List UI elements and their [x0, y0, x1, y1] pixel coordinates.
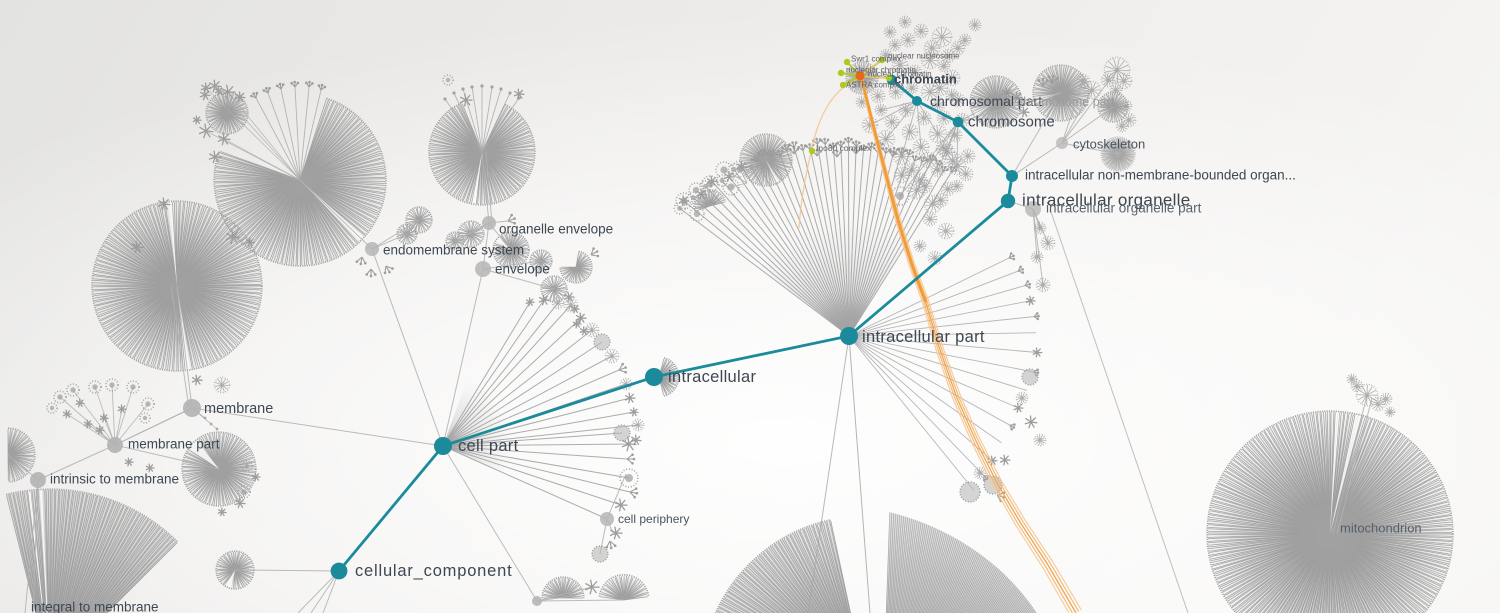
- svg-text:chromosome part: chromosome part: [1017, 95, 1115, 109]
- svg-text:intracellular non-membrane-bou: intracellular non-membrane-bounded organ…: [1025, 168, 1296, 183]
- svg-text:intracellular part: intracellular part: [862, 328, 985, 346]
- svg-text:intracellular organelle part: intracellular organelle part: [1046, 201, 1202, 216]
- svg-text:integral to membrane: integral to membrane: [31, 600, 159, 613]
- svg-text:nuclear chromatin: nuclear chromatin: [868, 70, 932, 79]
- svg-text:membrane part: membrane part: [128, 437, 220, 452]
- svg-text:intrinsic to membrane: intrinsic to membrane: [50, 472, 179, 487]
- svg-text:organelle envelope: organelle envelope: [499, 222, 613, 237]
- svg-text:cell periphery: cell periphery: [618, 512, 689, 526]
- svg-text:cell part: cell part: [458, 437, 519, 455]
- svg-text:ASTRA complex: ASTRA complex: [846, 81, 904, 90]
- svg-text:envelope: envelope: [495, 262, 550, 277]
- svg-text:cytoskeleton: cytoskeleton: [1073, 137, 1145, 152]
- svg-text:cellular_component: cellular_component: [355, 562, 513, 580]
- svg-text:Swr1 complex: Swr1 complex: [851, 55, 901, 64]
- svg-text:membrane: membrane: [204, 401, 273, 417]
- svg-text:chromosomal part: chromosomal part: [930, 93, 1042, 109]
- svg-text:endomembrane system: endomembrane system: [383, 243, 524, 258]
- svg-text:nucleolar chromatin: nucleolar chromatin: [846, 66, 916, 75]
- svg-text:Ino80 complex: Ino80 complex: [816, 143, 872, 153]
- svg-text:chromatin: chromatin: [894, 72, 957, 87]
- svg-text:chromosome: chromosome: [968, 114, 1055, 131]
- svg-text:intracellular: intracellular: [668, 368, 756, 386]
- svg-text:intracellular organelle: intracellular organelle: [1022, 191, 1191, 210]
- svg-text:mitochondrion: mitochondrion: [1340, 521, 1422, 536]
- svg-text:nuclear nucleosome: nuclear nucleosome: [888, 52, 960, 61]
